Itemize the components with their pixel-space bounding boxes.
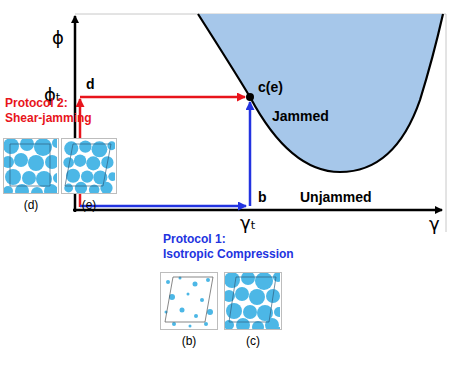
protocol-title: Shear-jamming [5,112,92,126]
jammed-region: Jammed [198,14,446,174]
axis-tick-label: γₜ [240,213,256,234]
jamming-boundary [198,14,443,172]
point-label: c(e) [258,79,283,95]
gamma-axis [73,209,442,212]
panel-caption: (c) [225,334,281,348]
compression-path-right [80,205,246,208]
panel-caption: (b) [161,334,217,348]
packing-illustration [223,271,284,335]
plot-frame [75,14,446,232]
protocol-title: Protocol 1: [163,233,226,247]
point-label: d [86,76,95,92]
axis-symbol: γ [429,214,440,235]
region-label: Jammed [272,108,329,124]
packing-illustration [61,138,117,195]
protocol-title: Isotropic Compression [163,248,294,262]
jamming-point [246,93,254,101]
axis-symbol: ϕ [52,28,64,49]
protocol-title: Protocol 2: [5,97,68,111]
panel-caption: (e) [62,198,116,212]
packing-panel: (e) [61,138,117,194]
point-label: b [258,189,267,205]
compression-path-up [249,102,252,206]
packing-illustration [160,272,216,330]
panel-caption: (d) [4,198,58,212]
packing-panel: (c) [224,272,282,330]
jammed-region-shape [198,14,446,174]
packing-panel: (b) [160,272,218,330]
packing-illustration [2,137,63,199]
shear-path-right [80,96,245,99]
packing-panel: (d) [3,138,59,194]
region-label: Unjammed [300,189,372,205]
jammed-fill [198,14,443,172]
